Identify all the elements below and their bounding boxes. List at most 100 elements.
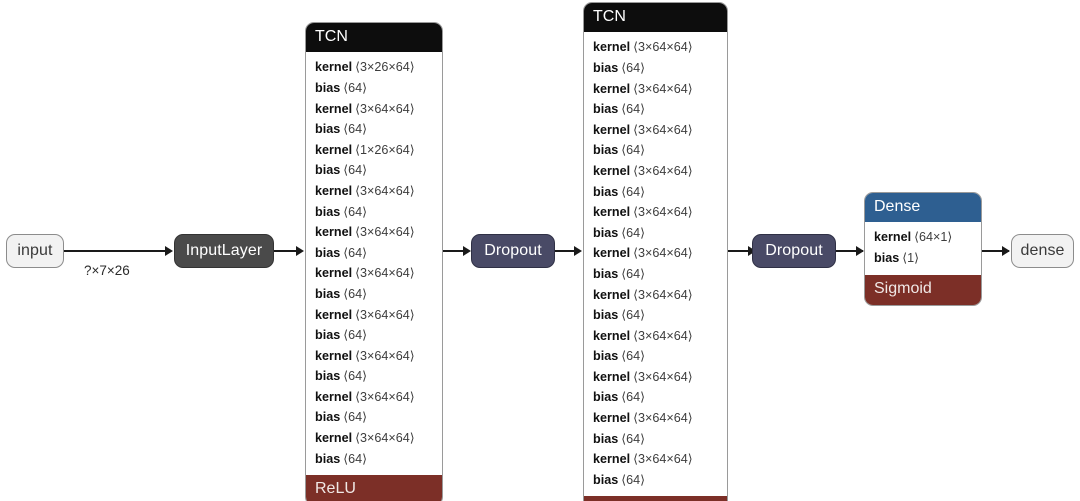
param-row: bias⟨64⟩ bbox=[593, 305, 718, 326]
card-tcn-1[interactable]: TCN kernel⟨3×26×64⟩bias⟨64⟩kernel⟨3×64×6… bbox=[305, 22, 443, 501]
param-name: bias bbox=[315, 163, 341, 178]
param-row: kernel⟨3×64×64⟩ bbox=[315, 346, 433, 367]
param-row: kernel⟨3×64×64⟩ bbox=[315, 222, 433, 243]
param-shape: ⟨64⟩ bbox=[343, 122, 368, 137]
param-row: kernel⟨3×64×64⟩ bbox=[593, 449, 718, 470]
param-row: bias⟨64⟩ bbox=[315, 78, 433, 99]
param-row: bias⟨64⟩ bbox=[315, 202, 433, 223]
param-shape: ⟨3×64×64⟩ bbox=[633, 246, 693, 261]
param-name: kernel bbox=[593, 452, 631, 467]
param-shape: ⟨3×64×64⟩ bbox=[355, 307, 415, 322]
param-name: bias bbox=[315, 369, 341, 384]
param-row: bias⟨64⟩ bbox=[593, 182, 718, 203]
param-name: kernel bbox=[315, 389, 353, 404]
node-dropout-1-label: Dropout bbox=[484, 242, 542, 259]
param-name: bias bbox=[593, 225, 619, 240]
param-row: kernel⟨3×64×64⟩ bbox=[315, 428, 433, 449]
card-tcn-1-activation: ReLU bbox=[306, 475, 442, 501]
param-name: kernel bbox=[315, 348, 353, 363]
card-tcn-2-activation: ReLU bbox=[584, 496, 727, 501]
node-dropout-2-label: Dropout bbox=[765, 242, 823, 259]
node-output-dense[interactable]: dense bbox=[1011, 234, 1074, 268]
param-name: bias bbox=[593, 431, 619, 446]
param-name: bias bbox=[315, 286, 341, 301]
param-name: kernel bbox=[593, 122, 631, 137]
param-name: kernel bbox=[593, 287, 631, 302]
param-shape: ⟨1⟩ bbox=[902, 251, 920, 266]
param-shape: ⟨64⟩ bbox=[621, 184, 646, 199]
param-name: kernel bbox=[315, 266, 353, 281]
param-row: kernel⟨3×64×64⟩ bbox=[593, 285, 718, 306]
param-shape: ⟨64⟩ bbox=[621, 60, 646, 75]
param-name: kernel bbox=[593, 328, 631, 343]
card-tcn-2[interactable]: TCN kernel⟨3×64×64⟩bias⟨64⟩kernel⟨3×64×6… bbox=[583, 2, 728, 501]
param-row: bias⟨64⟩ bbox=[315, 366, 433, 387]
param-name: bias bbox=[593, 143, 619, 158]
param-row: kernel⟨3×64×64⟩ bbox=[593, 202, 718, 223]
param-row: kernel⟨1×26×64⟩ bbox=[315, 140, 433, 161]
param-name: bias bbox=[315, 122, 341, 137]
card-dense-activation: Sigmoid bbox=[865, 275, 981, 305]
param-row: kernel⟨3×26×64⟩ bbox=[315, 57, 433, 78]
param-shape: ⟨64⟩ bbox=[621, 349, 646, 364]
arrowhead-dropout2-to-dense bbox=[856, 245, 864, 256]
arrowhead-input-to-inputlayer bbox=[165, 245, 173, 256]
edge-tcn1-to-dropout1 bbox=[443, 250, 469, 252]
param-shape: ⟨64⟩ bbox=[621, 143, 646, 158]
node-input[interactable]: input bbox=[6, 234, 64, 268]
param-shape: ⟨64⟩ bbox=[343, 204, 368, 219]
param-name: bias bbox=[315, 80, 341, 95]
param-row: bias⟨1⟩ bbox=[874, 248, 972, 269]
param-row: bias⟨64⟩ bbox=[315, 407, 433, 428]
param-shape: ⟨3×64×64⟩ bbox=[355, 183, 415, 198]
param-name: kernel bbox=[315, 101, 353, 116]
edge-dense-to-output bbox=[982, 250, 1009, 252]
param-row: bias⟨64⟩ bbox=[315, 325, 433, 346]
param-name: kernel bbox=[593, 163, 631, 178]
param-shape: ⟨64⟩ bbox=[343, 328, 368, 343]
param-shape: ⟨3×64×64⟩ bbox=[633, 369, 693, 384]
arrowhead-dropout1-to-tcn2 bbox=[574, 245, 582, 256]
param-shape: ⟨3×64×64⟩ bbox=[355, 348, 415, 363]
param-shape: ⟨3×64×64⟩ bbox=[355, 101, 415, 116]
edge-dropout2-to-dense bbox=[836, 250, 863, 252]
param-row: bias⟨64⟩ bbox=[593, 223, 718, 244]
param-shape: ⟨3×64×64⟩ bbox=[633, 122, 693, 137]
node-input-layer-label: InputLayer bbox=[185, 242, 263, 259]
param-name: bias bbox=[593, 102, 619, 117]
param-name: bias bbox=[593, 349, 619, 364]
param-name: kernel bbox=[593, 81, 631, 96]
node-input-label: input bbox=[17, 242, 53, 259]
arrowhead-tcn1-to-dropout1 bbox=[463, 245, 471, 256]
param-row: kernel⟨3×64×64⟩ bbox=[593, 326, 718, 347]
param-shape: ⟨3×64×64⟩ bbox=[355, 225, 415, 240]
node-dropout-1[interactable]: Dropout bbox=[471, 234, 555, 268]
param-shape: ⟨3×64×64⟩ bbox=[633, 40, 693, 55]
node-dropout-2[interactable]: Dropout bbox=[752, 234, 836, 268]
param-row: kernel⟨3×64×64⟩ bbox=[593, 243, 718, 264]
param-shape: ⟨3×64×64⟩ bbox=[633, 81, 693, 96]
param-name: bias bbox=[315, 328, 341, 343]
param-name: bias bbox=[315, 410, 341, 425]
param-name: kernel bbox=[315, 60, 353, 75]
param-shape: ⟨3×64×64⟩ bbox=[633, 411, 693, 426]
param-row: bias⟨64⟩ bbox=[593, 264, 718, 285]
param-shape: ⟨3×64×64⟩ bbox=[633, 452, 693, 467]
param-row: kernel⟨3×64×64⟩ bbox=[593, 367, 718, 388]
param-row: kernel⟨3×64×64⟩ bbox=[315, 387, 433, 408]
edge-dropout1-to-tcn2 bbox=[555, 250, 580, 252]
param-shape: ⟨1×26×64⟩ bbox=[355, 142, 415, 157]
param-row: bias⟨64⟩ bbox=[593, 429, 718, 450]
param-shape: ⟨3×64×64⟩ bbox=[633, 205, 693, 220]
param-shape: ⟨64×1⟩ bbox=[914, 230, 953, 245]
param-name: bias bbox=[315, 245, 341, 260]
card-dense[interactable]: Dense kernel⟨64×1⟩bias⟨1⟩ Sigmoid bbox=[864, 192, 982, 306]
node-input-layer[interactable]: InputLayer bbox=[174, 234, 274, 268]
param-row: kernel⟨3×64×64⟩ bbox=[593, 37, 718, 58]
param-shape: ⟨64⟩ bbox=[621, 266, 646, 281]
param-name: kernel bbox=[593, 369, 631, 384]
param-shape: ⟨64⟩ bbox=[343, 80, 368, 95]
param-shape: ⟨64⟩ bbox=[343, 451, 368, 466]
param-row: bias⟨64⟩ bbox=[593, 346, 718, 367]
param-row: bias⟨64⟩ bbox=[593, 470, 718, 491]
